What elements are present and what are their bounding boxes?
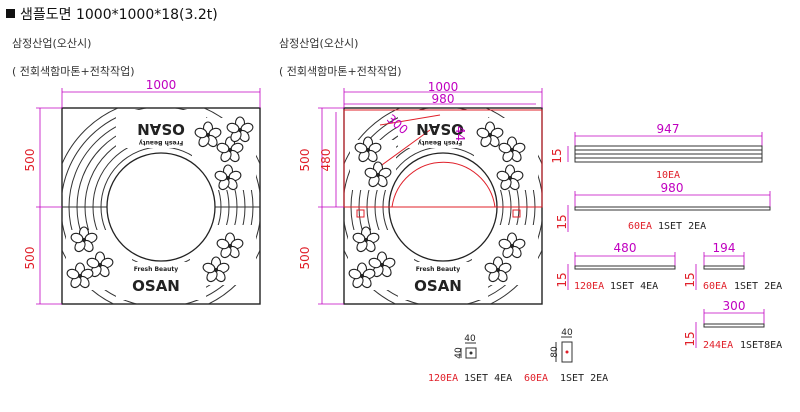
part-1: 947 15 10EA (550, 122, 763, 181)
left-company-label: 삼정산업(오산시) (12, 37, 92, 50)
left-logo-top: OSAN (137, 120, 185, 138)
small-part-2-height: 80 (550, 346, 560, 358)
small-part-1-height: 40 (454, 347, 464, 359)
small-part-1-qty: 120EA (428, 373, 458, 384)
part-1-qty: 10EA (656, 170, 680, 181)
left-tree-hole (106, 152, 216, 262)
right-finish-note: ( 전회색함마톤+전착작업) (279, 65, 402, 78)
small-part-2-qty: 60EA (524, 373, 548, 384)
drawing-title-text: 샘플도면 1000*1000*18(3.2t) (20, 7, 218, 23)
part-3-length: 480 (614, 241, 637, 255)
part-1-height: 15 (550, 148, 564, 163)
right-logo-bottom: OSAN (414, 277, 462, 295)
small-part-1: 40 40 120EA 1SET 4EA (428, 334, 512, 384)
left-logo-bottom: OSAN (132, 277, 180, 295)
left-width-dim: 1000 (146, 78, 177, 92)
part-3-qty: 120EA (574, 281, 604, 292)
right-logo-sub-bottom: Fresh Beauty (416, 266, 461, 273)
left-bottom-height-dim: 500 (23, 247, 37, 270)
right-plate-drawing: OSAN Fresh Beauty Fresh Beauty OSAN 1000… (298, 80, 543, 305)
part-3: 480 15 120EA 1SET 4EA (555, 241, 676, 292)
right-cut-area (343, 109, 543, 208)
left-plate-drawing: OSAN Fresh Beauty Fresh Beauty OSAN 1000… (23, 78, 261, 305)
right-logo-top: OSAN (416, 120, 464, 138)
left-logo-sub-top: Fresh Beauty (139, 139, 184, 146)
part-3-height: 15 (555, 272, 569, 287)
right-inner-width-dim: 980 (432, 92, 455, 106)
left-finish-note: ( 전회색함마톤+전착작업) (12, 65, 135, 78)
part-5-qty: 244EA (703, 340, 733, 351)
right-cut-arc (391, 161, 496, 208)
part-1-length: 947 (657, 122, 680, 136)
part-2: 980 15 60EA 1SET 2EA (555, 181, 771, 232)
right-company-label: 삼정산업(오산시) (279, 37, 359, 50)
right-top-height-dim: 500 (298, 149, 312, 172)
part-2-height: 15 (555, 214, 569, 229)
part-2-qty: 60EA (628, 221, 652, 232)
part-3-set: 1SET 4EA (610, 281, 658, 292)
small-part-2: 40 80 60EA 1SET 2EA (524, 328, 608, 384)
left-logo-sub-bottom: Fresh Beauty (134, 266, 179, 273)
small-part-2-set: 1SET 2EA (560, 373, 608, 384)
part-4-length: 194 (713, 241, 736, 255)
part-4-height: 15 (683, 272, 697, 287)
part-5-set: 1SET8EA (740, 340, 782, 351)
right-small-dim: 44 (453, 126, 467, 141)
small-part-1-set: 1SET 4EA (464, 373, 512, 384)
small-part-1-width: 40 (464, 334, 476, 344)
drawing-title: 샘플도면 1000*1000*18(3.2t) (6, 4, 218, 24)
part-2-set: 1SET 2EA (658, 221, 706, 232)
right-width-dim: 1000 (428, 80, 459, 94)
part-5-height: 15 (683, 331, 697, 346)
square-bullet-icon (6, 9, 15, 18)
part-4-qty: 60EA (703, 281, 727, 292)
part-2-length: 980 (661, 181, 684, 195)
left-top-height-dim: 500 (23, 149, 37, 172)
part-4: 194 15 60EA 1SET 2EA (683, 241, 782, 292)
right-inner-height-dim: 480 (319, 149, 333, 172)
part-5: 300 15 244EA 1SET8EA (683, 299, 782, 351)
part-5-length: 300 (723, 299, 746, 313)
right-logo-sub-top: Fresh Beauty (418, 139, 463, 146)
right-bottom-height-dim: 500 (298, 247, 312, 270)
part-4-set: 1SET 2EA (734, 281, 782, 292)
small-part-2-width: 40 (561, 328, 573, 338)
